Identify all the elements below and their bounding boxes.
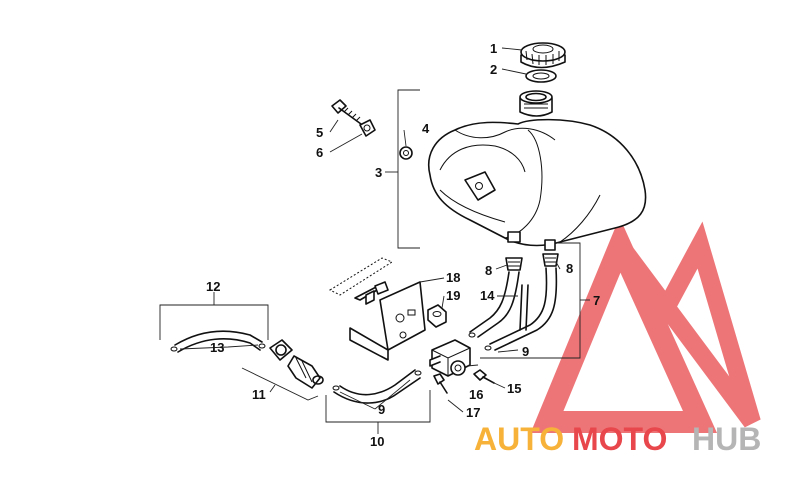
spacer — [359, 119, 376, 137]
callout-17: 17 — [466, 405, 480, 420]
callout-11: 11 — [252, 387, 266, 402]
callout-2: 2 — [490, 62, 497, 77]
callout-1: 1 — [490, 41, 497, 56]
fuel-hose-assembly — [468, 267, 558, 351]
inline-fuel-filter — [269, 339, 324, 389]
callout-4: 4 — [422, 121, 430, 136]
logo-text-moto: MOTO — [572, 421, 667, 457]
group-brackets — [159, 89, 590, 434]
screw-15 — [473, 369, 495, 384]
fuel-valve — [429, 339, 471, 377]
callout-13: 13 — [210, 340, 224, 355]
leader-lines — [179, 47, 561, 413]
fuel-cap — [520, 42, 566, 69]
fuel-hose-13 — [170, 330, 266, 353]
logo-triangle-mark — [530, 217, 761, 433]
fuel-tank — [428, 90, 647, 251]
callout-19: 19 — [446, 288, 460, 303]
callout-12: 12 — [206, 279, 220, 294]
callout-8-right: 8 — [566, 261, 573, 276]
logo-text-hub: HUB — [692, 421, 761, 457]
callout-6: 6 — [316, 145, 323, 160]
bolt — [331, 99, 362, 125]
callout-10: 10 — [370, 434, 384, 449]
cap-gasket — [525, 69, 557, 83]
vent-line — [519, 284, 529, 331]
mounting-bracket — [328, 257, 426, 361]
grommet — [399, 146, 413, 160]
callout-7: 7 — [593, 293, 600, 308]
callout-16: 16 — [469, 387, 483, 402]
logo-text-auto: AUTO — [474, 421, 564, 457]
callout-labels: 1 2 3 4 5 6 7 8 8 9 9 10 11 12 13 14 15 … — [206, 41, 600, 449]
fuel-hose-9-lower — [332, 369, 422, 404]
callout-8-left: 8 — [485, 263, 492, 278]
callout-9-lower: 9 — [378, 402, 385, 417]
callout-5: 5 — [316, 125, 323, 140]
lock-nut — [427, 304, 447, 328]
hose-clamp-right — [542, 253, 559, 267]
callout-15: 15 — [507, 381, 521, 396]
callout-3: 3 — [375, 165, 382, 180]
screw-17 — [433, 373, 448, 394]
callout-14: 14 — [480, 288, 495, 303]
automotohub-logo: AUTO MOTO HUB — [474, 217, 761, 457]
hose-clamp-left — [505, 257, 523, 271]
callout-18: 18 — [446, 270, 460, 285]
callout-9-upper: 9 — [522, 344, 529, 359]
